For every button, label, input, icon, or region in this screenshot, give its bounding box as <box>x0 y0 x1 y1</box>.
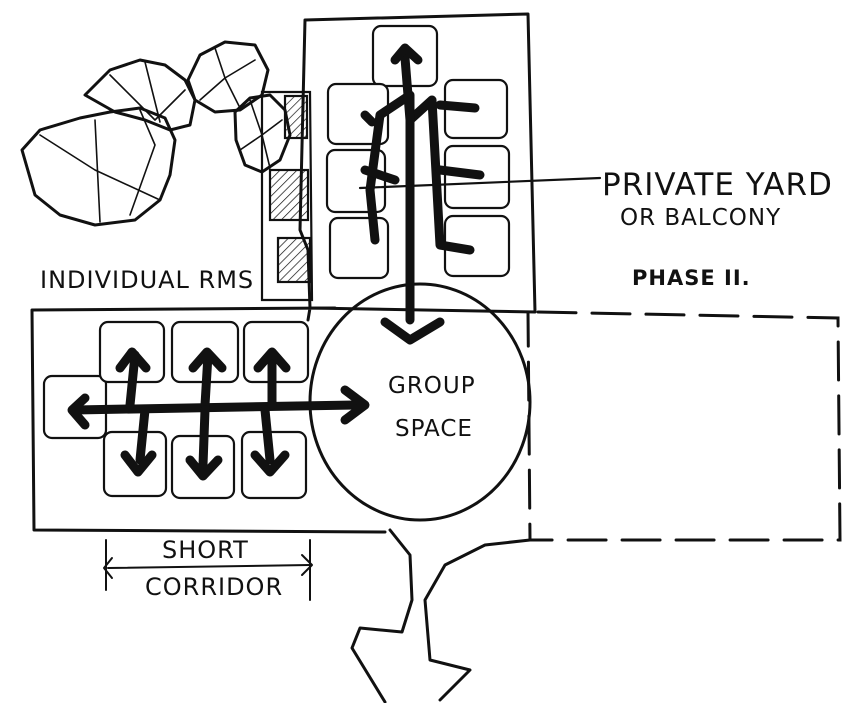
west-wing-outline <box>30 306 387 534</box>
label-space: SPACE <box>395 416 473 442</box>
label-short: SHORT <box>162 536 249 564</box>
short-corridor-dimension <box>103 539 313 601</box>
north-circulation-arrows <box>360 43 485 345</box>
label-or-balcony: OR BALCONY <box>620 205 781 231</box>
phase-two-outline <box>526 310 842 542</box>
private-yard-leader <box>358 176 602 190</box>
individual-rooms-hatched <box>260 90 314 302</box>
label-individual-rms: INDIVIDUAL RMS <box>40 266 254 294</box>
existing-building-blobs <box>20 40 292 227</box>
north-wing-rooms <box>325 24 511 280</box>
label-private-yard: PRIVATE YARD <box>602 167 833 203</box>
label-phase-two: PHASE II. <box>632 266 751 290</box>
entry-stem <box>350 528 532 703</box>
label-corridor: CORRIDOR <box>145 573 283 601</box>
west-circulation-arrows <box>67 347 370 481</box>
label-group: GROUP <box>388 373 476 399</box>
